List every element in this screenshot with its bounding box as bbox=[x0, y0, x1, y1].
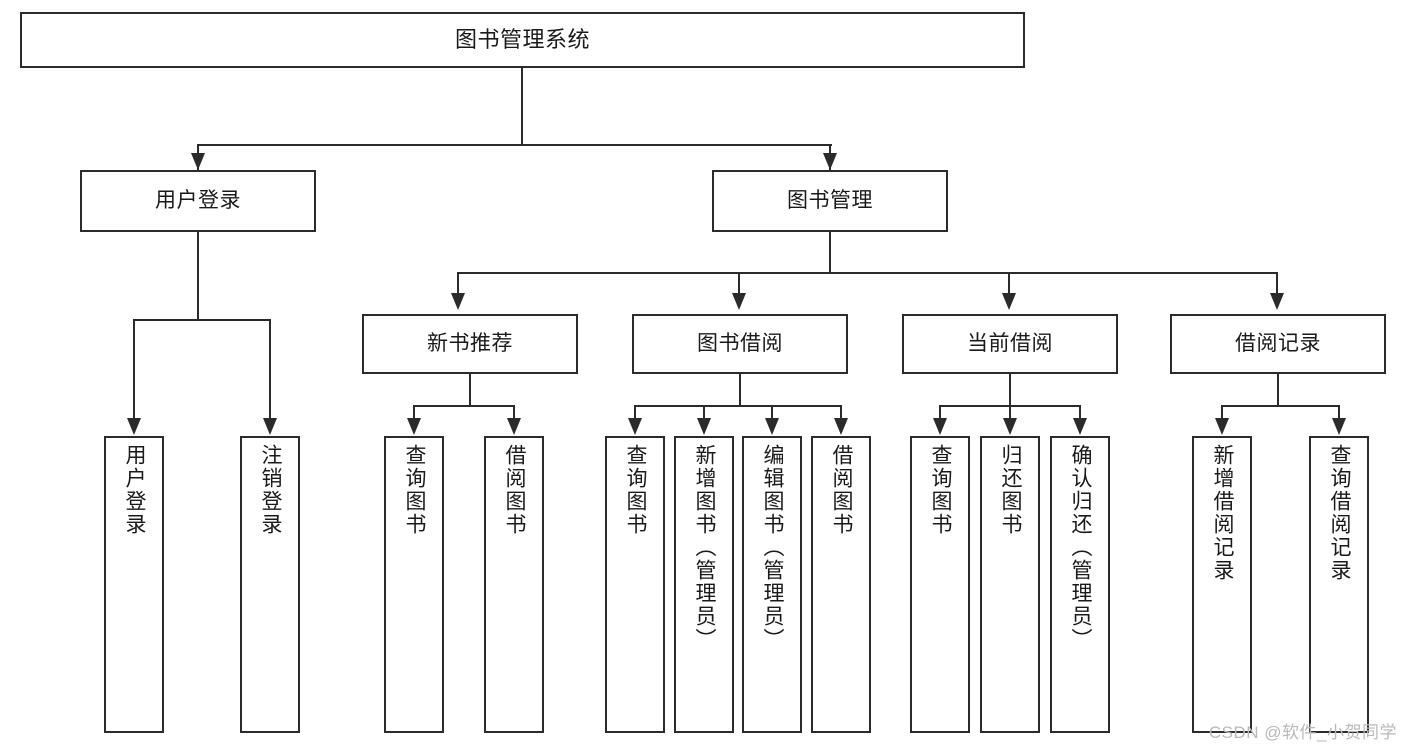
connector-current-borrow-trunk bbox=[1009, 374, 1011, 407]
node-label: 新书推荐 bbox=[427, 331, 513, 355]
leaf-new-book-0[interactable]: 查询图书 bbox=[384, 436, 444, 733]
leaf-book-borrow-3[interactable]: 借阅图书 bbox=[811, 436, 871, 733]
arrowhead-leaf-current-borrow-1 bbox=[1003, 418, 1017, 435]
node-label: 借阅图书 bbox=[830, 444, 854, 536]
arrowhead-leaf-current-borrow-0 bbox=[933, 418, 947, 435]
node-label: 注销登录 bbox=[259, 444, 283, 536]
arrowhead-leaf-book-borrow-3 bbox=[834, 418, 848, 435]
leaf-book-borrow-2[interactable]: 编辑图书（管理员） bbox=[742, 436, 802, 733]
connector-drop-book-borrow bbox=[738, 272, 740, 300]
arrowhead-leaf-borrow-record-0 bbox=[1215, 418, 1229, 435]
leaf-user-login-0[interactable]: 用户登录 bbox=[104, 436, 164, 733]
node-label: 编辑图书（管理员） bbox=[761, 444, 785, 651]
arrowhead-leaf-book-borrow-1 bbox=[697, 418, 711, 435]
leaf-new-book-1[interactable]: 借阅图书 bbox=[484, 436, 544, 733]
node-book-borrow[interactable]: 图书借阅 bbox=[632, 314, 848, 374]
leaf-borrow-record-1[interactable]: 查询借阅记录 bbox=[1309, 436, 1369, 733]
connector-drop-leaf-borrow-record-1 bbox=[1338, 405, 1340, 423]
arrowhead-new-book bbox=[451, 293, 465, 310]
connector-root-bus bbox=[198, 144, 832, 146]
connector-drop-current-borrow bbox=[1008, 272, 1010, 300]
connector-drop-leaf-book-borrow-1 bbox=[703, 405, 705, 423]
connector-drop-leaf-current-borrow-1 bbox=[1009, 405, 1011, 423]
arrowhead-leaf-borrow-record-1 bbox=[1332, 418, 1346, 435]
node-borrow-record[interactable]: 借阅记录 bbox=[1170, 314, 1386, 374]
node-current-borrow[interactable]: 当前借阅 bbox=[902, 314, 1118, 374]
connector-drop-leaf-user-login-0 bbox=[133, 319, 135, 419]
leaf-current-borrow-1[interactable]: 归还图书 bbox=[980, 436, 1040, 733]
leaf-borrow-record-0[interactable]: 新增借阅记录 bbox=[1192, 436, 1252, 733]
arrowhead-borrow-record bbox=[1270, 293, 1284, 310]
arrowhead-leaf-user-login-0 bbox=[127, 418, 141, 435]
connector-book-manage-bus bbox=[458, 272, 1278, 274]
connector-drop-new-book bbox=[457, 272, 459, 300]
node-label: 用户登录 bbox=[155, 188, 241, 212]
node-label: 新增图书（管理员） bbox=[693, 444, 717, 651]
connector-user-login-trunk bbox=[197, 232, 199, 320]
node-user-login[interactable]: 用户登录 bbox=[80, 170, 316, 232]
node-label: 借阅记录 bbox=[1235, 331, 1321, 355]
arrowhead-leaf-book-borrow-0 bbox=[628, 418, 642, 435]
connector-new-book-trunk bbox=[469, 374, 471, 407]
node-label: 图书借阅 bbox=[697, 331, 783, 355]
node-book-management[interactable]: 图书管理 bbox=[712, 170, 948, 232]
node-label: 图书管理系统 bbox=[454, 27, 590, 53]
connector-drop-leaf-new-book-1 bbox=[513, 405, 515, 423]
arrowhead-leaf-new-book-0 bbox=[407, 418, 421, 435]
node-label: 图书管理 bbox=[787, 188, 873, 212]
connector-drop-leaf-user-login-1 bbox=[269, 319, 271, 419]
arrowhead-book-borrow bbox=[732, 293, 746, 310]
connector-root-trunk bbox=[521, 68, 523, 145]
arrowhead-leaf-user-login-1 bbox=[263, 418, 277, 435]
node-label: 归还图书 bbox=[999, 444, 1023, 536]
node-label: 借阅图书 bbox=[503, 444, 527, 536]
arrowhead-leaf-book-borrow-2 bbox=[765, 418, 779, 435]
arrowhead-book-manage bbox=[823, 153, 837, 170]
node-label: 查询图书 bbox=[929, 444, 953, 536]
connector-book-borrow-bus bbox=[635, 405, 841, 407]
connector-drop-leaf-current-borrow-2 bbox=[1079, 405, 1081, 423]
leaf-book-borrow-0[interactable]: 查询图书 bbox=[605, 436, 665, 733]
leaf-current-borrow-2[interactable]: 确认归还（管理员） bbox=[1050, 436, 1110, 733]
connector-borrow-record-trunk bbox=[1277, 374, 1279, 407]
connector-borrow-record-bus bbox=[1222, 405, 1339, 407]
arrowhead-leaf-new-book-1 bbox=[507, 418, 521, 435]
arrowhead-user-login bbox=[191, 153, 205, 170]
connector-book-manage-trunk bbox=[829, 232, 831, 273]
connector-user-login-bus bbox=[134, 319, 271, 321]
connector-drop-leaf-book-borrow-2 bbox=[771, 405, 773, 423]
node-label: 新增借阅记录 bbox=[1211, 444, 1235, 582]
node-new-book-recommend[interactable]: 新书推荐 bbox=[362, 314, 578, 374]
node-label: 当前借阅 bbox=[967, 331, 1053, 355]
arrowhead-current-borrow bbox=[1002, 293, 1016, 310]
connector-new-book-bus bbox=[414, 405, 514, 407]
connector-drop-leaf-current-borrow-0 bbox=[939, 405, 941, 423]
connector-book-borrow-trunk bbox=[739, 374, 741, 407]
connector-drop-leaf-book-borrow-0 bbox=[634, 405, 636, 423]
node-root-system[interactable]: 图书管理系统 bbox=[20, 12, 1025, 68]
connector-drop-leaf-book-borrow-3 bbox=[840, 405, 842, 423]
connector-drop-leaf-new-book-0 bbox=[413, 405, 415, 423]
node-label: 查询图书 bbox=[624, 444, 648, 536]
node-label: 查询图书 bbox=[403, 444, 427, 536]
node-label: 查询借阅记录 bbox=[1328, 444, 1352, 582]
leaf-current-borrow-0[interactable]: 查询图书 bbox=[910, 436, 970, 733]
node-label: 用户登录 bbox=[123, 444, 147, 536]
watermark-text: CSDN @软件_小贺同学 bbox=[1208, 723, 1397, 742]
node-label: 确认归还（管理员） bbox=[1069, 444, 1093, 651]
arrowhead-leaf-current-borrow-2 bbox=[1073, 418, 1087, 435]
leaf-book-borrow-1[interactable]: 新增图书（管理员） bbox=[674, 436, 734, 733]
connector-drop-borrow-record bbox=[1276, 272, 1278, 300]
connector-drop-leaf-borrow-record-0 bbox=[1221, 405, 1223, 423]
leaf-user-login-1[interactable]: 注销登录 bbox=[240, 436, 300, 733]
